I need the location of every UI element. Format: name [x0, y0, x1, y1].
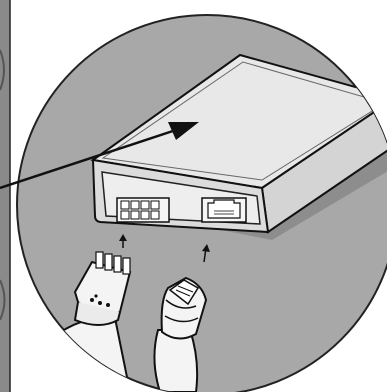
multi-pin-port — [117, 198, 169, 222]
left-edge-strip — [0, 0, 10, 392]
rj45-port — [202, 198, 246, 222]
